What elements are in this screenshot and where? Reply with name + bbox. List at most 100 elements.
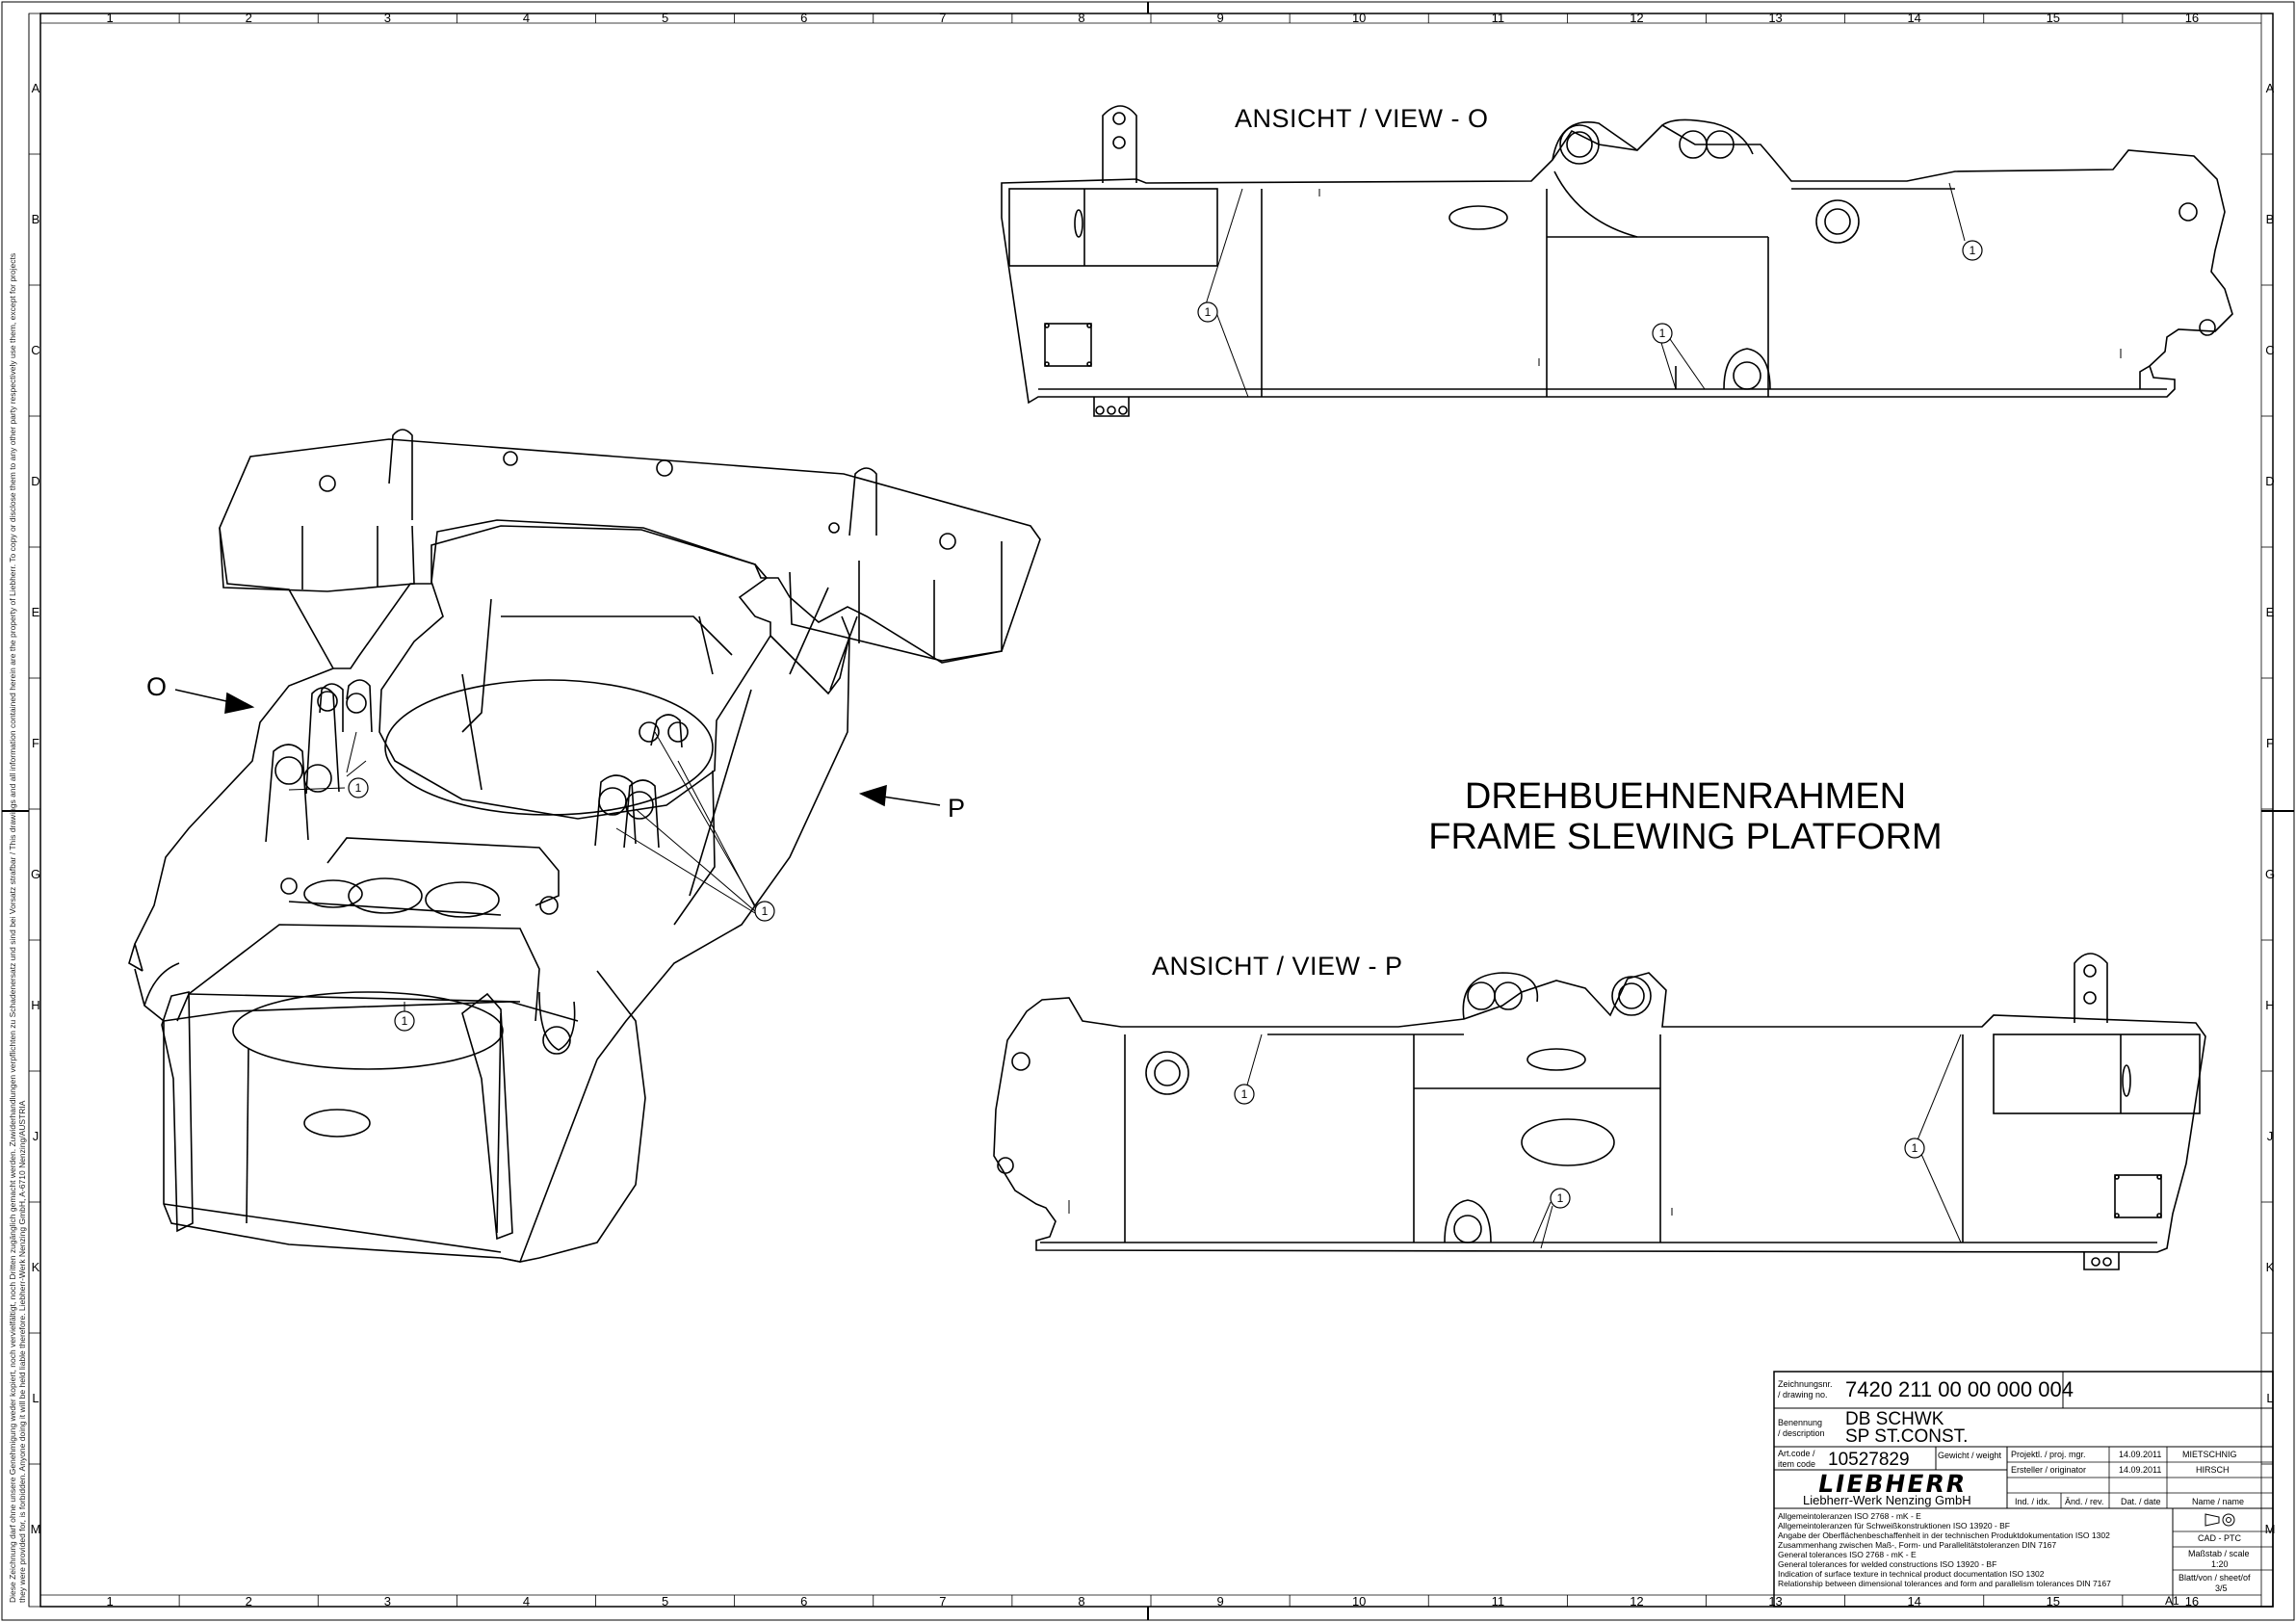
zone-column-9: 9 <box>1216 11 1224 25</box>
drawing-title-english: FRAME SLEWING PLATFORM <box>1428 817 1943 857</box>
zone-column-7: 7 <box>939 11 947 25</box>
project-manager-label: Projektl. / proj. mgr. <box>2011 1450 2086 1459</box>
drawing-title-german: DREHBUEHNENRAHMEN <box>1464 776 1907 817</box>
zone-row-right-B: B <box>2265 212 2275 226</box>
zone-column-16: 16 <box>2184 11 2200 25</box>
zone-column-bottom-7: 7 <box>939 1594 947 1609</box>
callout-bubble <box>1197 301 1218 323</box>
callout-number: 1 <box>761 904 769 918</box>
tolerance-line: Angabe der Oberflächenbeschaffenheit in … <box>1778 1530 2110 1540</box>
zone-column-1: 1 <box>106 11 114 25</box>
zone-column-10: 10 <box>1351 11 1367 25</box>
tolerance-line: Relationship between dimensional toleran… <box>1778 1579 2111 1588</box>
zone-row-right-K: K <box>2265 1260 2275 1274</box>
zone-row-H: H <box>31 998 40 1012</box>
isometric-frame-drawing <box>128 429 1041 1263</box>
item-code: 10527829 <box>1828 1450 1910 1470</box>
item-code-label: Art.code /item code <box>1778 1449 1816 1469</box>
callout-bubble <box>754 901 775 922</box>
project-manager-name: MIETSCHNIG <box>2182 1450 2237 1459</box>
copyright-notice-line-1: Diese Zeichnung darf ohne unsere Genehmi… <box>8 252 17 1603</box>
zone-row-right-M: M <box>2264 1522 2276 1536</box>
copyright-notice-line-2: they were provided for, is forbidden. An… <box>17 1100 27 1603</box>
sheet-label: Blatt/von / sheet/of <box>2179 1573 2251 1583</box>
zone-column-bottom-2: 2 <box>245 1594 252 1609</box>
tolerance-line: General tolerances ISO 2768 - mK - E <box>1778 1550 1917 1559</box>
zone-row-G: G <box>30 867 41 881</box>
zone-row-K: K <box>31 1260 40 1274</box>
zone-column-12: 12 <box>1630 11 1644 25</box>
view-p-label: ANSICHT / VIEW - P <box>1152 952 1403 981</box>
view-arrow-o <box>174 689 255 715</box>
zone-column-8: 8 <box>1078 11 1085 25</box>
weight-label: Gewicht / weight <box>1938 1451 2002 1460</box>
description-line-1: DB SCHWK <box>1845 1409 1944 1429</box>
paper-format: A1 <box>2165 1594 2179 1608</box>
zone-row-D: D <box>31 474 40 488</box>
callout-bubble <box>1652 323 1673 344</box>
zone-column-bottom-15: 15 <box>2046 1594 2061 1609</box>
zone-column-2: 2 <box>245 11 252 25</box>
zone-column-bottom-16: 16 <box>2184 1594 2200 1609</box>
zone-row-right-F: F <box>2266 736 2274 750</box>
column-name: Name / name <box>2192 1497 2245 1506</box>
drawing-title: DREHBUEHNENRAHMEN FRAME SLEWING PLATFORM <box>1416 776 1955 857</box>
tolerance-line: Allgemeintoleranzen für Schweißkonstrukt… <box>1778 1521 2010 1530</box>
zone-column-4: 4 <box>522 11 531 25</box>
column-date: Dat. / date <box>2121 1497 2161 1506</box>
zone-column-11: 11 <box>1491 11 1505 25</box>
description-line-2: SP ST.CONST. <box>1845 1426 1969 1447</box>
callout-number: 1 <box>1969 244 1976 257</box>
column-index: Ind. / idx. <box>2015 1497 2050 1506</box>
callout-bubble <box>1234 1084 1255 1105</box>
tolerance-line: Zusammenhang zwischen Maß-, Form- und Pa… <box>1778 1540 2057 1550</box>
callout-number: 1 <box>1658 327 1666 340</box>
zone-row-A: A <box>31 81 40 95</box>
zone-column-bottom-11: 11 <box>1491 1594 1505 1609</box>
zone-row-right-G: G <box>2264 867 2276 881</box>
view-arrow-p-letter: P <box>948 794 966 823</box>
view-p-drawing <box>993 953 2206 1270</box>
scale-value: 1:20 <box>2211 1559 2229 1569</box>
tolerance-line: General tolerances for welded constructi… <box>1778 1559 1997 1569</box>
zone-column-13: 13 <box>1768 11 1783 25</box>
zone-column-bottom-10: 10 <box>1351 1594 1367 1609</box>
view-o-label: ANSICHT / VIEW - O <box>1235 104 1489 133</box>
zone-row-F: F <box>32 736 39 750</box>
zone-row-right-J: J <box>2266 1129 2274 1143</box>
callout-bubble <box>1962 240 1983 261</box>
zone-row-E: E <box>31 605 40 619</box>
project-manager-date: 14.09.2011 <box>2119 1450 2162 1459</box>
callout-number: 1 <box>1556 1191 1564 1205</box>
zone-column-bottom-8: 8 <box>1078 1594 1085 1609</box>
zone-row-right-D: D <box>2265 474 2275 488</box>
view-o-drawing <box>1001 105 2233 417</box>
zone-column-6: 6 <box>800 11 808 25</box>
zone-row-C: C <box>31 343 40 357</box>
zone-row-J: J <box>32 1129 39 1143</box>
view-arrow-p <box>858 784 941 807</box>
zone-row-L: L <box>32 1391 39 1405</box>
zone-row-right-H: H <box>2265 998 2275 1012</box>
zone-row-right-L: L <box>2266 1391 2274 1405</box>
zone-column-5: 5 <box>661 11 669 25</box>
callout-number: 1 <box>401 1014 408 1028</box>
column-revision: Änd. / rev. <box>2065 1497 2104 1506</box>
drawing-no-label: Zeichnungsnr./ drawing no. <box>1778 1379 1833 1400</box>
zone-column-bottom-1: 1 <box>106 1594 114 1609</box>
cad-system: CAD - PTC <box>2198 1533 2241 1543</box>
view-arrow-o-letter: O <box>146 672 168 701</box>
callout-bubble <box>1550 1188 1571 1209</box>
zone-column-bottom-4: 4 <box>522 1594 531 1609</box>
callout-number: 1 <box>1240 1087 1248 1101</box>
zone-column-bottom-9: 9 <box>1216 1594 1224 1609</box>
zone-column-bottom-14: 14 <box>1907 1594 1921 1609</box>
zone-row-right-A: A <box>2265 81 2275 95</box>
callout-bubble <box>348 777 369 798</box>
zone-column-14: 14 <box>1907 11 1921 25</box>
zone-row-M: M <box>30 1522 41 1536</box>
callout-bubble <box>1904 1138 1925 1159</box>
zone-column-bottom-5: 5 <box>661 1594 669 1609</box>
zone-column-bottom-12: 12 <box>1630 1594 1644 1609</box>
